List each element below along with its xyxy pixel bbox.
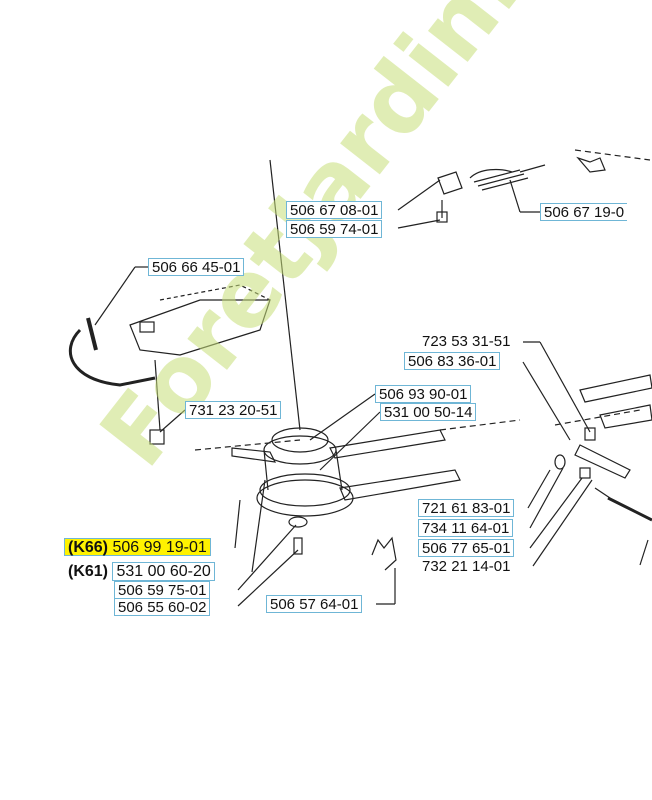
part-label-506-59-74-01[interactable]: 506 59 74-01 <box>286 220 383 238</box>
shaft-line <box>269 159 301 431</box>
bolt-top <box>436 211 448 223</box>
part-label-506-93-90-01[interactable]: 506 93 90-01 <box>375 385 472 403</box>
part-label-506-99-19-01[interactable]: (K66) 506 99 19-01 <box>64 538 211 556</box>
part-label-506-77-65-01[interactable]: 506 77 65-01 <box>418 539 515 557</box>
kit-code-k61: (K61) <box>68 563 109 580</box>
wire-clip <box>371 536 397 571</box>
part-label-506-67-08-01[interactable]: 506 67 08-01 <box>286 201 383 219</box>
clip-top-right <box>576 156 606 173</box>
part-label-731-23-20-51[interactable]: 731 23 20-51 <box>185 401 282 419</box>
handle-rod <box>69 328 156 387</box>
part-label-506-66-45-01[interactable]: 506 66 45-01 <box>148 258 245 276</box>
part-label-732-21-14-01[interactable]: 732 21 14-01 <box>422 558 511 575</box>
nut-left <box>149 429 165 445</box>
part-label-506-55-60-02[interactable]: 506 55 60-02 <box>114 598 211 616</box>
kit-code-k66: (K66) <box>68 539 109 556</box>
part-label-531-00-50-14[interactable]: 531 00 50-14 <box>380 403 477 421</box>
belt-right <box>329 429 446 459</box>
part-label-721-61-83-01[interactable]: 721 61 83-01 <box>418 499 515 517</box>
left-plate <box>129 299 271 356</box>
washer <box>288 516 308 528</box>
part-label-506-67-19-0[interactable]: 506 67 19-0 <box>540 203 628 221</box>
bracket-top <box>437 171 463 195</box>
bolt-lower <box>293 537 303 555</box>
part-label-723-53-31-51[interactable]: 723 53 31-51 <box>422 333 511 350</box>
part-label-531-00-60-20[interactable]: (K61) 531 00 60-20 <box>64 562 219 581</box>
right-link <box>574 444 631 479</box>
part-number: 531 00 60-20 <box>112 562 215 581</box>
part-number: 506 99 19-01 <box>112 539 207 556</box>
right-rail-upper <box>579 374 652 403</box>
part-label-506-59-75-01[interactable]: 506 59 75-01 <box>114 581 211 599</box>
lower-pulley <box>259 473 351 507</box>
part-label-734-11-64-01[interactable]: 734 11 64-01 <box>418 519 514 537</box>
spring <box>469 168 529 191</box>
part-label-506-83-36-01[interactable]: 506 83 36-01 <box>404 352 501 370</box>
part-label-506-57-64-01[interactable]: 506 57 64-01 <box>266 595 363 613</box>
upper-pulley <box>271 427 329 453</box>
belt-left <box>231 447 277 463</box>
